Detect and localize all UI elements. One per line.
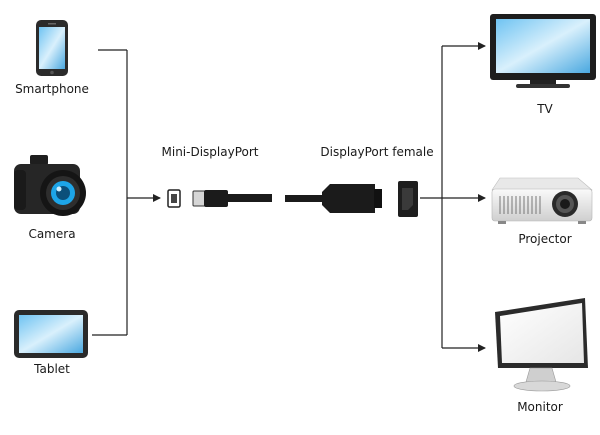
displayport-female-label: DisplayPort female [320,145,434,159]
tablet-label: Tablet [34,362,70,376]
smartphone-label: Smartphone [15,82,89,96]
output-connector-lines [420,42,486,352]
tv-icon [490,14,596,88]
source-connector-lines [92,49,161,336]
monitor-label: Monitor [517,400,563,414]
tv-label: TV [537,102,553,116]
camera-icon [14,155,86,216]
mini-displayport-connector [167,189,272,208]
mini-displayport-label: Mini-DisplayPort [161,145,259,159]
monitor-icon [495,298,588,392]
projector-icon [491,177,593,224]
displayport-female-connector [285,181,418,217]
camera-label: Camera [28,227,76,241]
projector-label: Projector [518,232,572,246]
tablet-icon [14,310,88,358]
smartphone-icon [36,20,68,76]
